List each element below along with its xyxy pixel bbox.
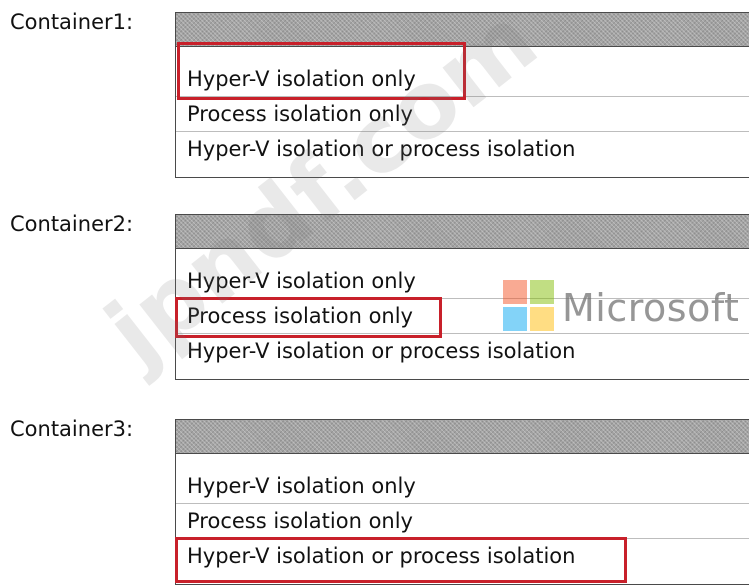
container3-option-hyperv-only[interactable]: Hyper-V isolation only xyxy=(176,469,749,504)
container2-label: Container2: xyxy=(10,212,134,236)
logo-yellow-square-icon xyxy=(530,307,554,331)
microsoft-logo: Microsoft xyxy=(503,280,749,334)
option-label: Process isolation only xyxy=(187,102,413,126)
container1-dropdown-header[interactable] xyxy=(176,13,749,47)
container1-dropdown[interactable]: Hyper-V isolation only Process isolation… xyxy=(175,12,749,178)
container1-option-hyperv-or-process[interactable]: Hyper-V isolation or process isolation xyxy=(176,132,749,167)
container1-option-process-only[interactable]: Process isolation only xyxy=(176,97,749,132)
option-label: Process isolation only xyxy=(187,509,413,533)
container1-option-hyperv-only[interactable]: Hyper-V isolation only xyxy=(176,62,749,97)
option-label: Hyper-V isolation only xyxy=(187,67,416,91)
option-label: Hyper-V isolation or process isolation xyxy=(187,544,576,568)
logo-blue-square-icon xyxy=(503,307,527,331)
container3-dropdown[interactable]: Hyper-V isolation only Process isolation… xyxy=(175,419,749,585)
container2-dropdown-header[interactable] xyxy=(176,215,749,249)
option-label: Hyper-V isolation only xyxy=(187,269,416,293)
logo-red-square-icon xyxy=(503,280,527,304)
container2-option-hyperv-only[interactable]: Hyper-V isolation only xyxy=(176,264,749,299)
container3-option-hyperv-or-process[interactable]: Hyper-V isolation or process isolation xyxy=(176,539,749,574)
option-label: Process isolation only xyxy=(187,304,413,328)
option-label: Hyper-V isolation or process isolation xyxy=(187,137,576,161)
option-label: Hyper-V isolation or process isolation xyxy=(187,339,576,363)
microsoft-wordmark: Microsoft xyxy=(562,286,740,330)
container3-option-process-only[interactable]: Process isolation only xyxy=(176,504,749,539)
container2-option-hyperv-or-process[interactable]: Hyper-V isolation or process isolation xyxy=(176,334,749,369)
logo-green-square-icon xyxy=(530,280,554,304)
container3-label: Container3: xyxy=(10,417,134,441)
container2-option-process-only[interactable]: Process isolation only xyxy=(176,299,749,334)
container1-label: Container1: xyxy=(10,10,134,34)
option-label: Hyper-V isolation only xyxy=(187,474,416,498)
container3-dropdown-header[interactable] xyxy=(176,420,749,454)
